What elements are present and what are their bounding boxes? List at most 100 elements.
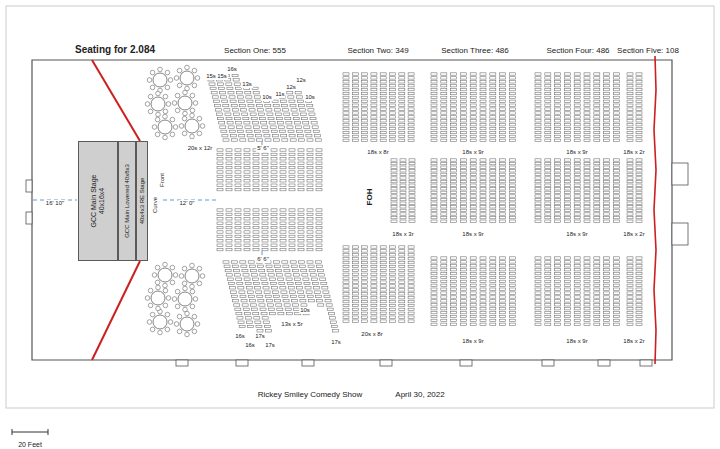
seat — [264, 325, 270, 327]
seat — [371, 85, 377, 87]
seat — [390, 246, 396, 248]
seat — [399, 254, 405, 256]
seat — [574, 173, 580, 175]
seat — [535, 131, 541, 133]
seat — [613, 73, 619, 75]
seat — [298, 244, 304, 246]
seat — [352, 254, 358, 256]
seat — [295, 126, 301, 128]
seat — [490, 280, 496, 282]
seat — [262, 175, 268, 177]
seat — [253, 188, 259, 190]
seat — [431, 300, 437, 302]
seat — [627, 315, 633, 317]
seat — [490, 311, 496, 313]
seat — [574, 159, 580, 161]
seat — [265, 330, 271, 332]
seat — [613, 191, 619, 193]
seat — [564, 209, 570, 211]
seat — [399, 85, 405, 87]
seat — [408, 112, 414, 114]
seat — [253, 171, 259, 173]
seat — [470, 104, 476, 106]
seat — [451, 272, 457, 274]
seat — [362, 258, 368, 260]
seat — [500, 206, 506, 208]
seat — [282, 295, 288, 297]
seat — [545, 180, 551, 182]
seat — [584, 191, 590, 193]
seat — [304, 282, 310, 284]
seat — [273, 291, 279, 293]
seat — [408, 92, 414, 94]
seat — [352, 139, 358, 141]
seat — [594, 166, 600, 168]
seat — [535, 257, 541, 259]
seat — [451, 127, 457, 129]
seat — [239, 100, 245, 102]
seat — [352, 281, 358, 283]
seat — [319, 274, 325, 276]
seat — [555, 180, 561, 182]
seat — [217, 175, 223, 177]
seat — [352, 85, 358, 87]
seat — [431, 261, 437, 263]
seat — [400, 170, 406, 172]
seat — [627, 85, 633, 87]
seat — [636, 81, 642, 83]
seat — [217, 153, 223, 155]
seat — [545, 184, 551, 186]
seat — [564, 216, 570, 218]
seat — [594, 198, 600, 200]
seat — [219, 122, 225, 124]
seat — [352, 112, 358, 114]
seat — [380, 297, 386, 299]
seat — [390, 300, 396, 302]
seat — [470, 216, 476, 218]
seat — [564, 202, 570, 204]
seat — [500, 261, 506, 263]
seat — [460, 191, 466, 193]
seat — [500, 323, 506, 325]
seat — [509, 272, 515, 274]
seat — [431, 120, 437, 122]
seat — [298, 291, 304, 293]
seat — [431, 269, 437, 271]
seat — [451, 276, 457, 278]
seat — [263, 130, 269, 132]
seat — [636, 209, 642, 211]
seat — [399, 108, 405, 110]
seat — [264, 135, 270, 137]
seat — [594, 131, 600, 133]
seat — [408, 96, 414, 98]
seat — [261, 312, 267, 314]
seat — [245, 92, 251, 94]
seat — [371, 308, 377, 310]
seat — [343, 104, 349, 106]
seat — [627, 319, 633, 321]
seat — [594, 323, 600, 325]
seat — [271, 213, 277, 215]
seat — [256, 325, 262, 327]
seat — [460, 304, 466, 306]
seat — [242, 304, 248, 306]
seat — [627, 284, 633, 286]
seat — [260, 274, 266, 276]
seat — [243, 274, 249, 276]
seat — [604, 96, 610, 98]
seat — [409, 191, 415, 193]
seat — [460, 159, 466, 161]
seat — [441, 173, 447, 175]
seat — [343, 100, 349, 102]
seat — [217, 240, 223, 242]
seat — [604, 311, 610, 313]
seat — [231, 291, 237, 293]
seat — [259, 113, 265, 115]
seat — [253, 248, 259, 250]
seat — [441, 198, 447, 200]
seat — [613, 304, 619, 306]
seat — [574, 315, 580, 317]
seat — [408, 120, 414, 122]
seat — [293, 117, 299, 119]
seat — [555, 265, 561, 267]
